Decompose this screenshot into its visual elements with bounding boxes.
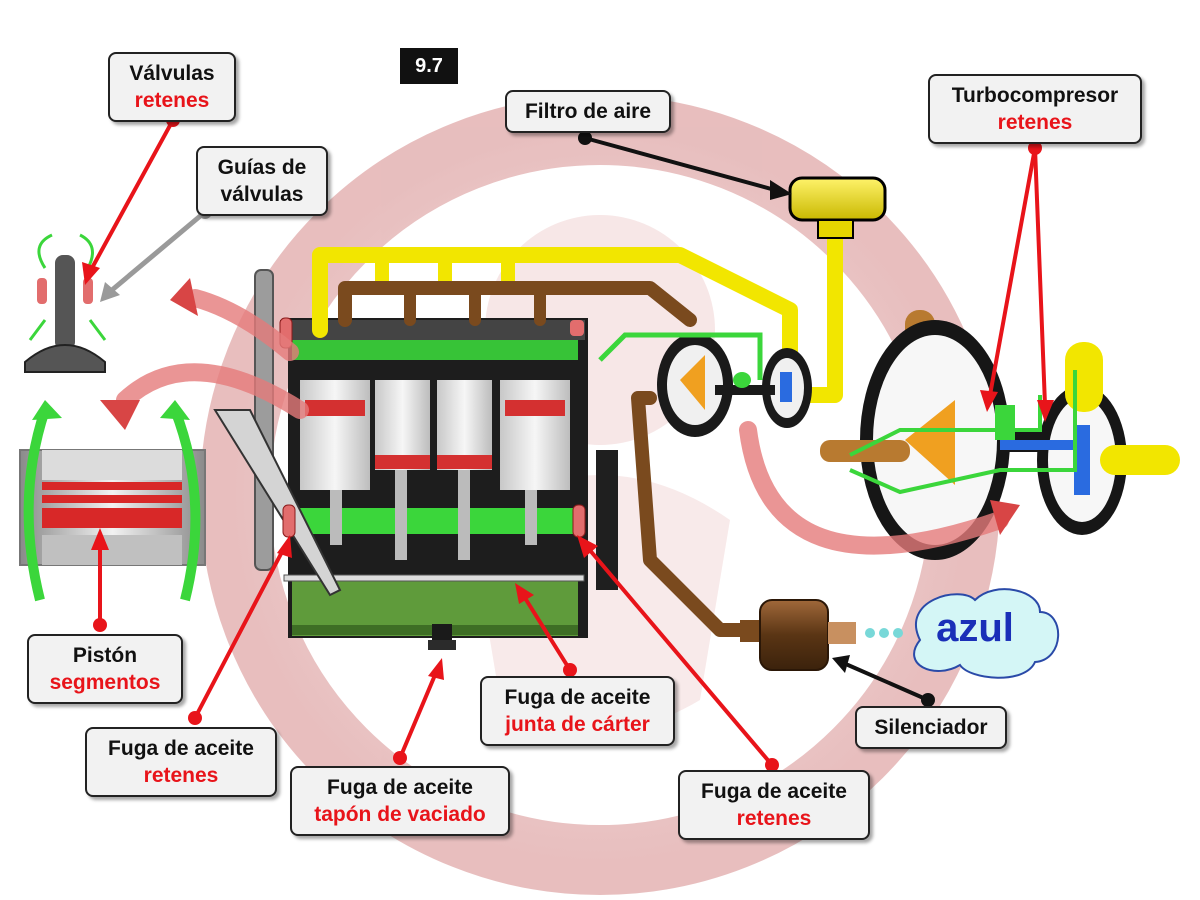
label-fuga-right-sub: retenes bbox=[736, 807, 812, 830]
label-turbocompresor-retenes: Turbocompresor retenes bbox=[928, 74, 1142, 144]
label-valvulas-title: Válvulas bbox=[129, 62, 215, 85]
label-fuga-tapon-vaciado: Fuga de aceite tapón de vaciado bbox=[290, 766, 510, 836]
exhaust-manifold bbox=[338, 281, 767, 637]
label-filtro-title: Filtro de aire bbox=[524, 100, 652, 123]
label-fuga-retenes-right: Fuga de aceite retenes bbox=[678, 770, 870, 840]
label-fuga-tapon-title: Fuga de aceite bbox=[327, 776, 473, 799]
label-fuga-left-sub: retenes bbox=[143, 764, 219, 787]
label-turbo-sub: retenes bbox=[997, 111, 1073, 134]
turbocharger-small bbox=[598, 332, 812, 437]
label-fuga-junta-title: Fuga de aceite bbox=[504, 686, 651, 709]
pointer-lines bbox=[82, 113, 1054, 772]
label-silenciador: Silenciador bbox=[855, 706, 1007, 749]
label-valvulas-sub: retenes bbox=[134, 89, 210, 112]
blue-smoke-cloud bbox=[913, 588, 1060, 679]
label-fuga-left-title: Fuga de aceite bbox=[108, 737, 254, 760]
muffler bbox=[740, 599, 903, 671]
smoke-color-label: azul bbox=[936, 606, 1014, 650]
oil-migration-arrows bbox=[100, 278, 1020, 555]
label-piston-sub: segmentos bbox=[49, 671, 161, 694]
label-piston-segmentos: Pistón segmentos bbox=[27, 634, 183, 704]
label-fuga-right-title: Fuga de aceite bbox=[701, 780, 847, 803]
valve-detail bbox=[24, 233, 107, 373]
label-fuga-junta-sub: junta de cárter bbox=[505, 713, 650, 736]
label-piston-title: Pistón bbox=[72, 644, 138, 667]
label-guias-line1: Guías de bbox=[217, 156, 307, 179]
label-filtro-de-aire: Filtro de aire bbox=[505, 90, 671, 133]
label-fuga-junta-carter: Fuga de aceite junta de cárter bbox=[480, 676, 675, 746]
piston-detail bbox=[19, 400, 206, 602]
label-fuga-retenes-left: Fuga de aceite retenes bbox=[85, 727, 277, 797]
air-filter bbox=[788, 176, 887, 239]
label-silenciador-title: Silenciador bbox=[874, 716, 988, 739]
label-guias-line2: válvulas bbox=[220, 183, 304, 206]
turbocharger-large bbox=[820, 310, 1180, 560]
figure-number-badge: 9.7 bbox=[400, 48, 458, 84]
label-fuga-tapon-sub: tapón de vaciado bbox=[314, 803, 486, 826]
label-turbo-title: Turbocompresor bbox=[951, 84, 1119, 107]
label-guias-valvulas: Guías de válvulas bbox=[196, 146, 328, 216]
label-valvulas-retenes: Válvulas retenes bbox=[108, 52, 236, 122]
